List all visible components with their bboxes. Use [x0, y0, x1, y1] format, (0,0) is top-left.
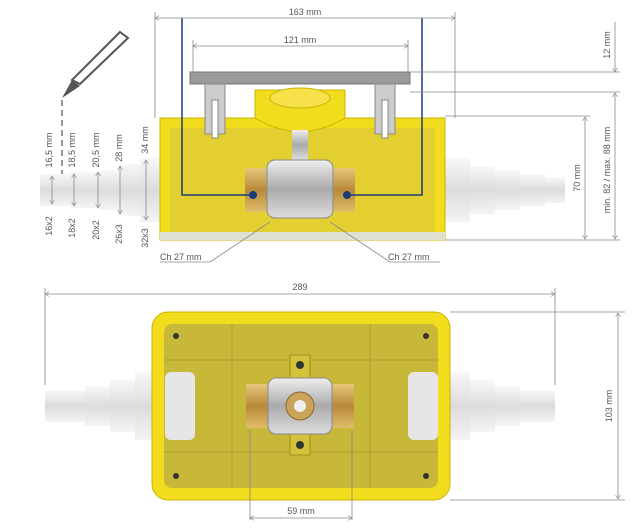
- dim-lid-width: 121 mm: [284, 35, 317, 45]
- ball-valve: [245, 159, 355, 219]
- pipe-size-2: 18x2: [67, 218, 77, 238]
- right-pipe-adapter-top: [440, 372, 555, 440]
- dim-pipe-diameter-4: 28 mm: [114, 134, 124, 162]
- dim-overall-width: 163 mm: [289, 7, 322, 17]
- dim-lid-height: 12 mm: [602, 31, 612, 59]
- installation-line: [181, 18, 423, 196]
- pipe-cutter-icon: [61, 30, 130, 175]
- pipe-size-5: 32x3: [140, 228, 150, 248]
- dim-pipe-diameter-5: 34 mm: [140, 126, 150, 154]
- dim-pipe-diameter-3: 20,5 mm: [91, 132, 101, 167]
- valve-handle: [254, 87, 346, 160]
- left-pipe-adapter-top: [45, 372, 165, 440]
- wrench-size-left: Ch 27 mm: [160, 252, 202, 262]
- dim-box-height: 103 mm: [604, 390, 614, 423]
- dim-box-depth: 70 mm: [572, 164, 582, 192]
- pipe-size-3: 20x2: [91, 220, 101, 240]
- dim-connection-spacing: 59 mm: [287, 506, 315, 516]
- dim-overall-length: 289: [292, 282, 307, 292]
- lid: [189, 71, 411, 139]
- dim-pipe-diameter-2: 18,5 mm: [67, 132, 77, 167]
- pipe-size-4: 26x3: [114, 224, 124, 244]
- right-pipe-adapter: [430, 158, 565, 222]
- wrench-size-right: Ch 27 mm: [388, 252, 430, 262]
- ball-valve-top: [246, 354, 354, 456]
- top-view: 289: [45, 282, 625, 520]
- side-view: 163 mm 121 mm 12 mm min. 82 / max. 88 mm…: [40, 7, 620, 263]
- pipe-dimensions: 16,5 mm 18,5 mm 20,5 mm 28 mm 34 mm 16x2…: [44, 126, 150, 248]
- dim-installation-depth: min. 82 / max. 88 mm: [602, 127, 612, 214]
- dim-pipe-diameter-1: 16,5 mm: [44, 132, 54, 167]
- pipe-size-1: 16x2: [44, 216, 54, 236]
